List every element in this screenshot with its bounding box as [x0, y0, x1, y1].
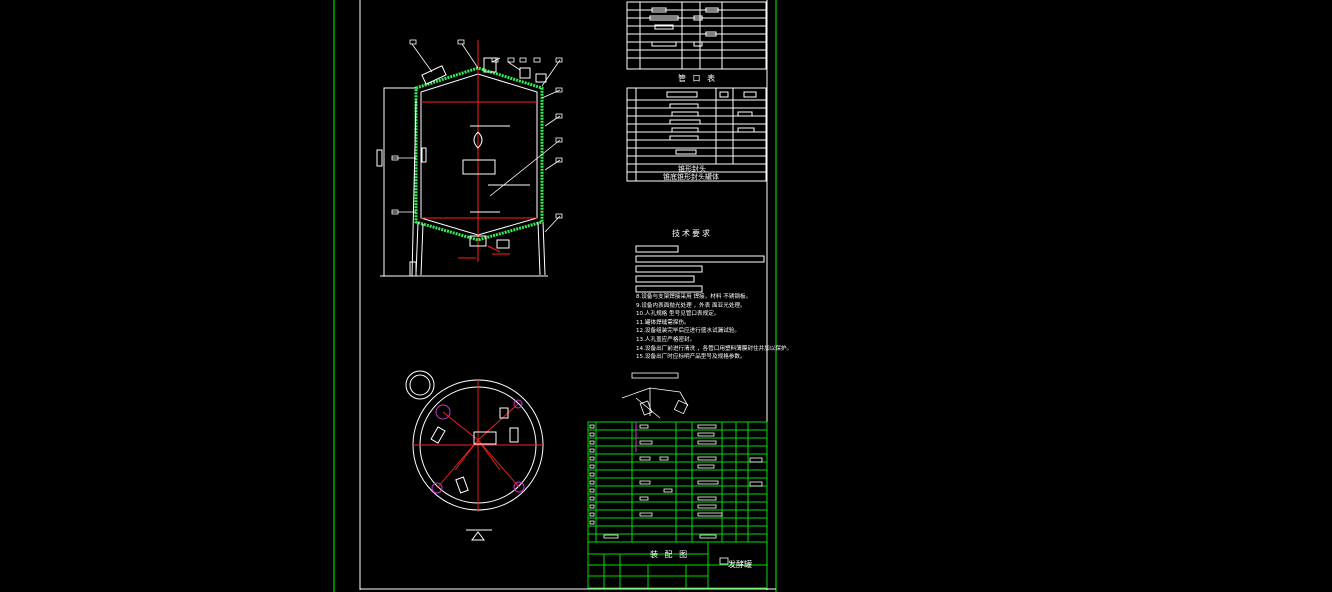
tank-outer-shell	[414, 66, 544, 242]
nozzle-row-label-b: 锥底锥形封头罐体	[663, 173, 719, 181]
parts-table-top	[626, 1, 767, 70]
tech-note: 13.人孔盖应严格密封。	[636, 336, 696, 343]
title-block-drawing-name: 发酵罐	[728, 560, 752, 569]
tech-note: 9.设备内表面抛光处理 ，外表 面亚光处理。	[636, 302, 746, 309]
tech-requirements-title: 技术要求	[672, 229, 712, 238]
tech-note: 8.设备与支架焊接采用 焊接，材料 不锈钢板。	[636, 294, 752, 300]
tank-inner-shell	[420, 73, 538, 236]
tank-plan-view	[405, 370, 544, 541]
support-leg-left	[415, 221, 419, 276]
agitator-blade	[462, 159, 496, 175]
plan-manhole	[405, 370, 435, 400]
tech-note: 10.人孔规格 型号见管口表规定。	[636, 311, 720, 318]
support-leg-right	[537, 221, 541, 276]
detail-view	[621, 372, 689, 419]
bill-of-materials	[587, 421, 768, 589]
tech-requirement-boxes	[635, 245, 765, 293]
title-block-drawing-type: 装 配 图	[650, 550, 690, 559]
tech-note: 15.设备出厂时应标明产品型号及规格参数。	[636, 354, 746, 361]
manhole-nozzle	[421, 65, 447, 85]
tech-note: 12.设备组装完毕后应进行盛水试漏试验。	[636, 328, 740, 335]
nozzle-row-label-a: 锥形封头	[678, 165, 706, 173]
side-pipe	[383, 87, 416, 276]
tech-note: 11.罐体焊缝需探伤。	[636, 319, 690, 326]
nozzle-table	[626, 87, 767, 182]
drawing-sheet-border	[333, 0, 777, 592]
tech-notes-list: 8.设备与支架焊接采用 焊接，材料 不锈钢板。 9.设备内表面抛光处理 ，外表 …	[636, 294, 793, 364]
tank-elevation-view	[376, 39, 563, 277]
tech-note: 14.设备出厂前进行清洗 ，各管口用塑料薄膜封住并加以保护。	[636, 345, 793, 352]
nozzle-table-title: 管 口 表	[678, 74, 718, 83]
